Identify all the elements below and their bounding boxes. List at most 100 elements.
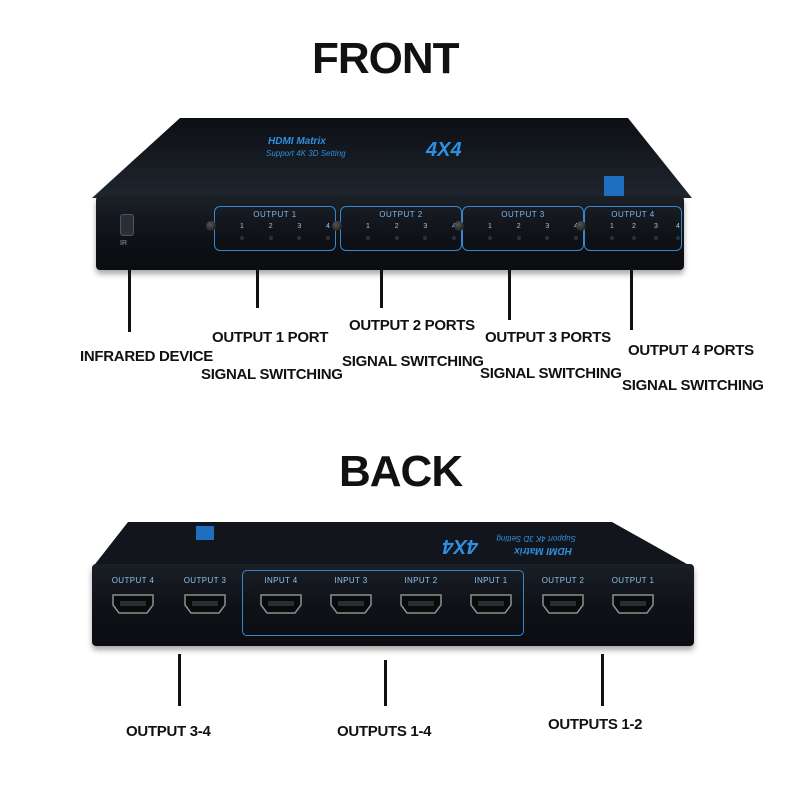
brand-line-2: Support 4K 3D Setting bbox=[266, 149, 346, 158]
front-device-top-panel: HDMI Matrix Support 4K 3D Setting 4X4 bbox=[92, 118, 692, 198]
channel-number: 4 bbox=[326, 223, 330, 230]
front-output-group-1: OUTPUT 1 1 2 3 4 bbox=[206, 206, 336, 251]
hdmi-port-output-4[interactable]: OUTPUT 4 bbox=[112, 576, 154, 616]
front-output-label: OUTPUT 2 bbox=[379, 210, 423, 219]
led-indicator bbox=[325, 236, 330, 240]
front-output-group-3: OUTPUT 3 1 2 3 4 bbox=[454, 206, 584, 251]
led-indicator bbox=[451, 236, 456, 240]
channel-number: 1 bbox=[610, 223, 614, 230]
channel-number: 4 bbox=[449, 223, 459, 230]
led-indicator bbox=[488, 236, 492, 240]
port-label: INPUT 2 bbox=[404, 576, 438, 585]
front-heading: FRONT bbox=[312, 34, 460, 83]
channel-number: 3 bbox=[545, 223, 550, 230]
back-face: OUTPUT 4 OUTPUT 3 INPUT 4 INPUT 3 INPUT … bbox=[92, 564, 694, 646]
front-output-label: OUTPUT 3 bbox=[501, 210, 545, 219]
hdmi-port-input-2[interactable]: INPUT 2 bbox=[400, 576, 442, 616]
callout-infrared: INFRARED DEVICE bbox=[80, 348, 214, 365]
callout-output2-line2: SIGNAL SWITCHING bbox=[342, 353, 484, 370]
hdmi-port-icon bbox=[400, 594, 442, 614]
hdmi-port-icon bbox=[470, 594, 512, 614]
front-device-photo: HDMI Matrix Support 4K 3D Setting 4X4 IR… bbox=[88, 112, 696, 272]
channel-number: 3 bbox=[423, 223, 428, 230]
callout-line bbox=[178, 654, 181, 706]
port-label: INPUT 4 bbox=[264, 576, 298, 585]
callout-output1-line1: OUTPUT 1 PORT bbox=[212, 329, 329, 346]
led-indicator bbox=[516, 236, 521, 240]
callout-line bbox=[128, 270, 131, 332]
led-indicator bbox=[545, 236, 550, 240]
port-label: INPUT 1 bbox=[474, 576, 508, 585]
back-brand-line-1: HDMI Matrix bbox=[514, 545, 572, 556]
led-indicator bbox=[632, 236, 636, 240]
callout-output3-line2: SIGNAL SWITCHING bbox=[480, 365, 622, 382]
callout-outputs-1-4: OUTPUTS 1-4 bbox=[337, 723, 432, 740]
channel-number: 1 bbox=[366, 223, 370, 230]
input-port-group-outline bbox=[242, 570, 524, 636]
ir-label: IR bbox=[120, 240, 127, 247]
back-model-label: 4X4 bbox=[442, 535, 479, 557]
led-indicator bbox=[573, 236, 578, 240]
callout-line bbox=[384, 660, 387, 706]
hdmi-port-icon bbox=[260, 594, 302, 614]
callout-line bbox=[601, 654, 604, 706]
channel-number: 4 bbox=[571, 223, 581, 230]
front-output-label: OUTPUT 1 bbox=[253, 210, 297, 219]
output-2-switch-button[interactable] bbox=[332, 221, 342, 231]
output-3-switch-button[interactable] bbox=[454, 221, 464, 231]
channel-number: 3 bbox=[297, 223, 302, 230]
hdmi-port-output-3[interactable]: OUTPUT 3 bbox=[184, 576, 226, 616]
hdmi-port-icon bbox=[542, 594, 584, 614]
callout-output4-line2: SIGNAL SWITCHING bbox=[622, 377, 764, 394]
callout-outputs-3-4: OUTPUT 3-4 bbox=[126, 723, 211, 740]
model-label: 4X4 bbox=[425, 139, 462, 161]
channel-number: 2 bbox=[268, 223, 273, 230]
port-label: OUTPUT 1 bbox=[611, 576, 655, 585]
back-heading: BACK bbox=[339, 447, 463, 496]
brand-line-1: HDMI Matrix bbox=[268, 136, 326, 147]
channel-number: 1 bbox=[240, 223, 244, 230]
ir-sensor-window bbox=[120, 214, 134, 236]
front-output-group-2: OUTPUT 2 1 2 3 4 bbox=[332, 206, 462, 251]
hdmi-port-input-3[interactable]: INPUT 3 bbox=[330, 576, 372, 616]
led-indicator bbox=[423, 236, 428, 240]
channel-number: 3 bbox=[654, 223, 658, 230]
output-1-switch-button[interactable] bbox=[206, 221, 216, 231]
callout-line bbox=[380, 268, 383, 308]
channel-number: 4 bbox=[676, 223, 680, 230]
led-indicator bbox=[676, 236, 680, 240]
output-4-switch-button[interactable] bbox=[576, 221, 586, 231]
channel-number: 1 bbox=[488, 223, 492, 230]
front-output-label: OUTPUT 4 bbox=[611, 210, 655, 219]
back-brand-line-2: Support 4K 3D Setting bbox=[496, 534, 576, 543]
callout-line bbox=[630, 268, 633, 330]
led-indicator bbox=[394, 236, 399, 240]
channel-number: 2 bbox=[632, 223, 636, 230]
front-face: IR OUTPUT 1 1 2 3 4 OUTPUT 2 1 2 3 4 bbox=[96, 196, 684, 270]
callout-output1-line2: SIGNAL SWITCHING bbox=[201, 366, 343, 383]
port-label: INPUT 3 bbox=[334, 576, 368, 585]
hdmi-port-input-4[interactable]: INPUT 4 bbox=[260, 576, 302, 616]
led-indicator bbox=[654, 236, 658, 240]
hdmi-port-input-1[interactable]: INPUT 1 bbox=[470, 576, 512, 616]
led-indicator bbox=[366, 236, 370, 240]
hdmi-port-icon bbox=[330, 594, 372, 614]
led-indicator bbox=[297, 236, 302, 240]
callout-output3-line1: OUTPUT 3 PORTS bbox=[485, 329, 611, 346]
hdmi-port-icon bbox=[184, 594, 226, 614]
back-device-photo: 4X4 HDMI Matrix Support 4K 3D Setting OU… bbox=[88, 520, 698, 650]
callout-outputs-1-2: OUTPUTS 1-2 bbox=[548, 716, 643, 733]
hdmi-port-icon bbox=[612, 594, 654, 614]
channel-number: 2 bbox=[516, 223, 521, 230]
callout-line bbox=[256, 268, 259, 308]
hdmi-port-output-1[interactable]: OUTPUT 1 bbox=[612, 576, 654, 616]
back-device-top-panel: 4X4 HDMI Matrix Support 4K 3D Setting bbox=[92, 522, 694, 568]
hdmi-port-icon bbox=[112, 594, 154, 614]
port-label: OUTPUT 2 bbox=[541, 576, 585, 585]
hdmi-port-output-2[interactable]: OUTPUT 2 bbox=[542, 576, 584, 616]
front-output-group-4: OUTPUT 4 1 2 3 4 bbox=[576, 206, 682, 251]
led-indicator bbox=[240, 236, 244, 240]
channel-number: 2 bbox=[394, 223, 399, 230]
port-label: OUTPUT 4 bbox=[111, 576, 155, 585]
led-indicator bbox=[268, 236, 273, 240]
